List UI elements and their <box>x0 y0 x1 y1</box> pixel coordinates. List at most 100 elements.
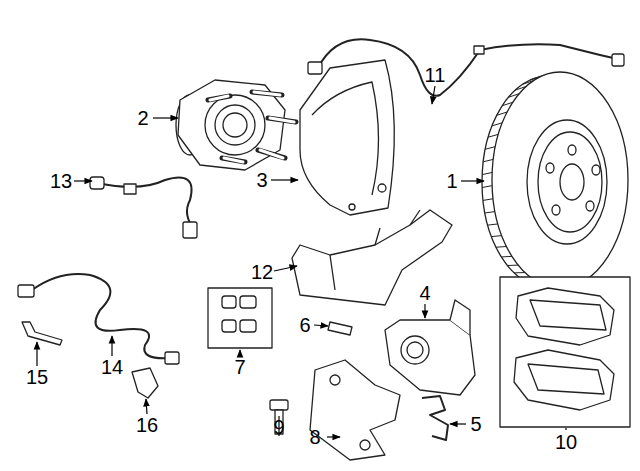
drawing-stroke <box>565 428 566 430</box>
callout-number: 7 <box>233 357 246 377</box>
drawing-stroke <box>240 320 256 332</box>
callout-number: 6 <box>298 315 311 335</box>
callout-number: 3 <box>255 170 268 190</box>
drawing-stroke <box>222 158 245 162</box>
drawing-stroke <box>254 92 280 95</box>
drawing-stroke <box>274 266 297 271</box>
drawing-stroke <box>432 86 435 104</box>
drawing-stroke <box>153 117 178 118</box>
drawing-stroke <box>327 436 340 437</box>
leader-lines <box>37 86 566 437</box>
drawing-stroke <box>210 92 294 162</box>
drawing-stroke <box>208 96 230 100</box>
drawing-stroke <box>270 400 288 410</box>
drawing-stroke <box>258 150 285 158</box>
drawing-stroke <box>98 178 195 231</box>
callout-number: 14 <box>100 357 124 377</box>
drawing-stroke <box>485 212 495 213</box>
drawing-stroke <box>36 342 37 366</box>
drawing-stroke <box>422 396 448 440</box>
drawing-stroke <box>586 201 594 211</box>
drawing-stroke <box>546 163 554 173</box>
drawing-stroke <box>32 274 170 358</box>
drawing-stroke <box>330 210 420 290</box>
drawing-stroke <box>560 164 584 200</box>
drawing-stroke <box>330 375 340 385</box>
drawing-stroke <box>222 296 236 308</box>
drawing-stroke <box>516 288 614 345</box>
drawing-stroke <box>485 147 495 150</box>
callout-number: 13 <box>49 171 73 191</box>
drawing-stroke <box>208 92 296 162</box>
drawing-stroke <box>124 184 136 194</box>
drawing-stroke <box>222 320 236 332</box>
drawing-stroke <box>482 172 492 174</box>
drawing-stroke <box>314 325 328 326</box>
drawing-stroke <box>205 95 265 155</box>
drawing-stroke <box>22 322 62 345</box>
callout-number: 8 <box>308 427 321 447</box>
callout-number: 10 <box>554 432 578 452</box>
drawing-stroke <box>18 285 34 297</box>
drawing-stroke <box>474 46 484 54</box>
drawing-stroke <box>268 118 296 122</box>
drawing-stroke <box>210 96 228 100</box>
callout-number: 1 <box>445 171 458 191</box>
drawing-stroke <box>527 120 607 244</box>
drawing-stroke <box>488 224 498 225</box>
drawing-stroke <box>450 423 466 424</box>
drawing-stroke <box>401 336 429 364</box>
parts <box>18 39 630 460</box>
drawing-stroke <box>385 320 475 395</box>
drawing-stroke <box>300 60 394 215</box>
drawing-stroke <box>308 62 322 74</box>
drawing-stroke <box>514 350 614 410</box>
drawing-stroke <box>270 118 294 122</box>
drawing-stroke <box>111 336 112 356</box>
drawing-stroke <box>312 82 379 195</box>
drawing-stroke <box>132 368 158 398</box>
drawing-stroke <box>271 179 298 180</box>
drawing-stroke <box>500 277 630 427</box>
drawing-stroke <box>501 256 512 258</box>
callout-number: 9 <box>272 417 285 437</box>
callout-number: 16 <box>135 415 159 435</box>
drawing-stroke <box>514 272 525 273</box>
drawing-stroke <box>223 113 247 137</box>
drawing-stroke <box>252 92 282 95</box>
callout-number: 15 <box>25 367 49 387</box>
drawing-stroke <box>483 159 493 161</box>
drawing-stroke <box>74 180 92 181</box>
drawing-stroke <box>90 177 104 189</box>
drawing-stroke <box>183 222 197 238</box>
callout-number: 5 <box>469 414 482 434</box>
drawing-stroke <box>496 246 506 248</box>
drawing-stroke <box>492 72 628 288</box>
drawing-stroke <box>568 145 576 155</box>
drawing-stroke <box>178 80 285 170</box>
callout-number: 12 <box>250 262 274 282</box>
drawing-stroke <box>165 352 179 364</box>
drawing-stroke <box>378 184 386 192</box>
drawing-stroke <box>530 300 606 330</box>
drawing-stroke <box>239 350 240 356</box>
drawing-stroke <box>612 54 624 66</box>
drawing-stroke <box>528 364 604 394</box>
callout-number: 11 <box>424 65 447 85</box>
callout-number: 2 <box>136 108 149 128</box>
drawing-stroke <box>461 180 484 181</box>
drawing-stroke <box>208 288 272 348</box>
drawing-stroke <box>483 199 493 201</box>
drawing-stroke <box>552 205 560 215</box>
callout-number: 4 <box>418 283 431 303</box>
drawing-stroke <box>507 265 518 266</box>
drawing-stroke <box>360 440 370 450</box>
drawing-stroke <box>292 210 452 305</box>
drawing-stroke <box>240 296 256 308</box>
drawing-stroke <box>349 204 355 210</box>
drawing-stroke <box>146 399 147 414</box>
drawing-stroke <box>450 300 470 335</box>
drawing-stroke <box>328 322 352 335</box>
